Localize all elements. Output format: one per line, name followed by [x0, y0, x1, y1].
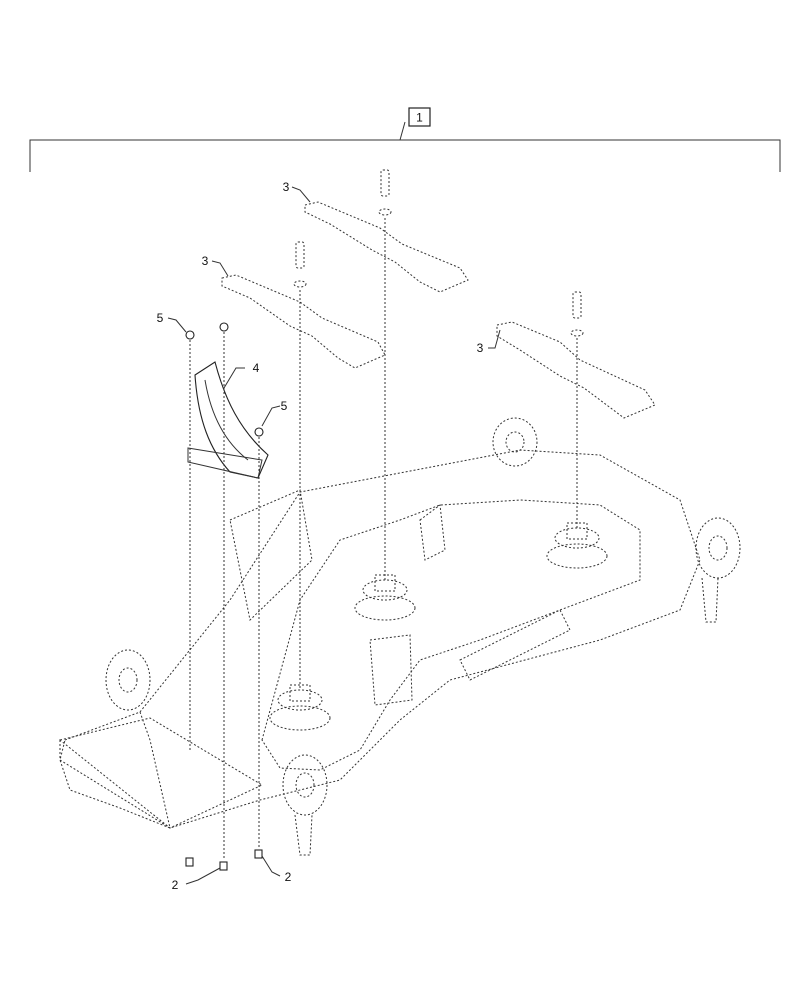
callout-1-label: 1: [416, 111, 423, 125]
screw-middle: [219, 322, 229, 860]
wheel-rear-right: [695, 517, 741, 623]
blade-upper: [304, 201, 469, 293]
spindle-center: [354, 574, 416, 621]
nut-left: [185, 857, 194, 867]
discharge-chute: [187, 361, 269, 479]
blade-middle: [221, 274, 386, 369]
callout-5-left-label: 5: [157, 311, 164, 325]
spindle-left: [269, 684, 331, 731]
screw-left: [185, 330, 195, 752]
deck-housing: [59, 449, 701, 829]
blade-bolt-right: [570, 291, 584, 528]
callout-3-right-label: 3: [477, 341, 484, 355]
callout-1: 1: [408, 107, 431, 127]
callout-3-middle-label: 3: [202, 254, 209, 268]
nut-middle: [219, 861, 228, 871]
callout-leaders: [167, 186, 501, 885]
callout-2-left-label: 2: [172, 878, 179, 892]
wheel-front-center: [282, 754, 328, 856]
callout-4-label: 4: [253, 361, 260, 375]
blade-bolt-upper: [378, 169, 392, 580]
blade-right: [496, 321, 656, 419]
callout-5-right-label: 5: [281, 399, 288, 413]
blade-bolt-middle: [293, 241, 307, 690]
nut-right: [254, 849, 263, 859]
spindle-right: [546, 522, 608, 569]
wheel-rear-upper: [492, 417, 538, 467]
assembly-bracket: [29, 121, 781, 172]
discharge-plate: [58, 717, 264, 829]
callout-2-right-label: 2: [285, 870, 292, 884]
wheel-front-left: [105, 649, 151, 711]
callout-3-upper-label: 3: [283, 180, 290, 194]
screw-right: [254, 427, 264, 848]
